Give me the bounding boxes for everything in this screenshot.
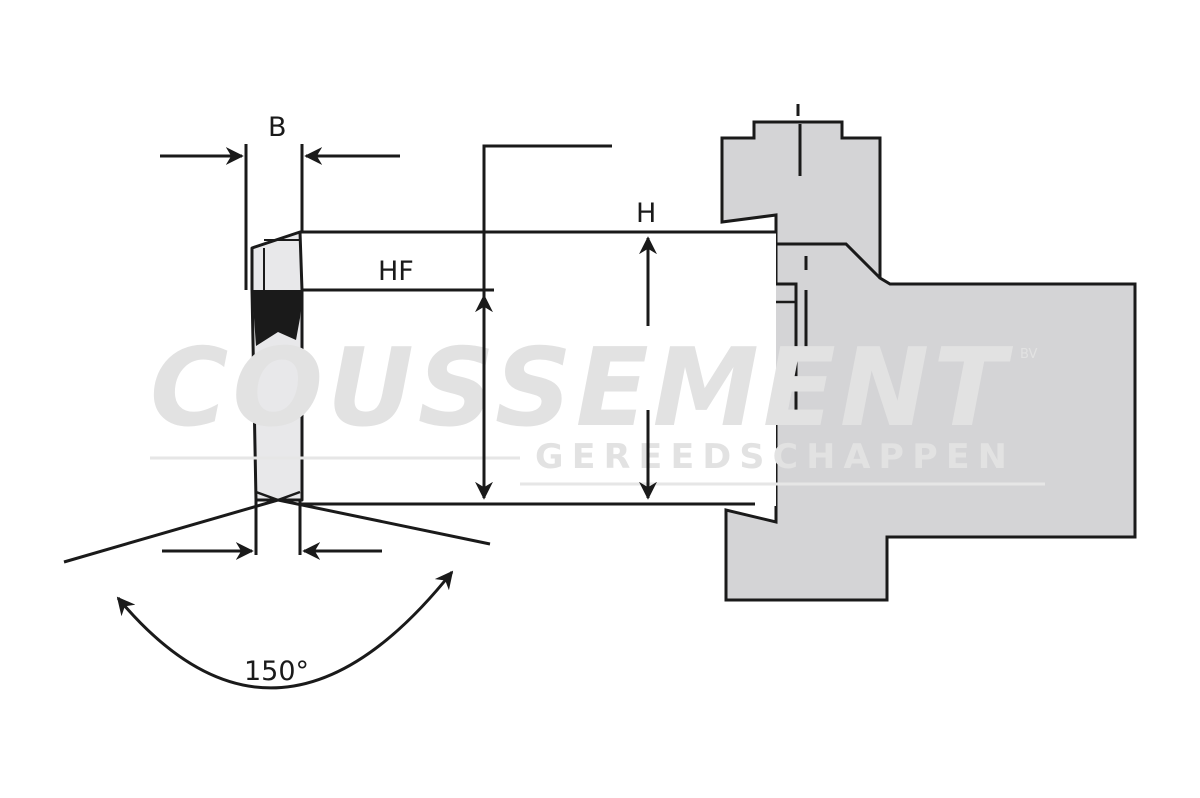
label-h: H [636, 198, 656, 229]
dimension-h: H [636, 198, 657, 500]
watermark-main: COUSSEMENT [150, 326, 1013, 451]
label-hf: HF [378, 256, 414, 287]
cutoff-blade [300, 230, 776, 506]
watermark-suffix: BV [1020, 347, 1038, 362]
dimension-hf: HF [378, 144, 612, 500]
watermark: COUSSEMENT BV GEREEDSCHAPPEN [150, 326, 1045, 486]
watermark-sub: GEREEDSCHAPPEN [535, 437, 1015, 477]
label-angle: 150° [244, 656, 309, 687]
label-b: B [268, 112, 287, 143]
dimension-b: B [160, 112, 400, 290]
angle-dimension: 150° [63, 498, 491, 690]
dimension-bottom-width [162, 500, 382, 560]
